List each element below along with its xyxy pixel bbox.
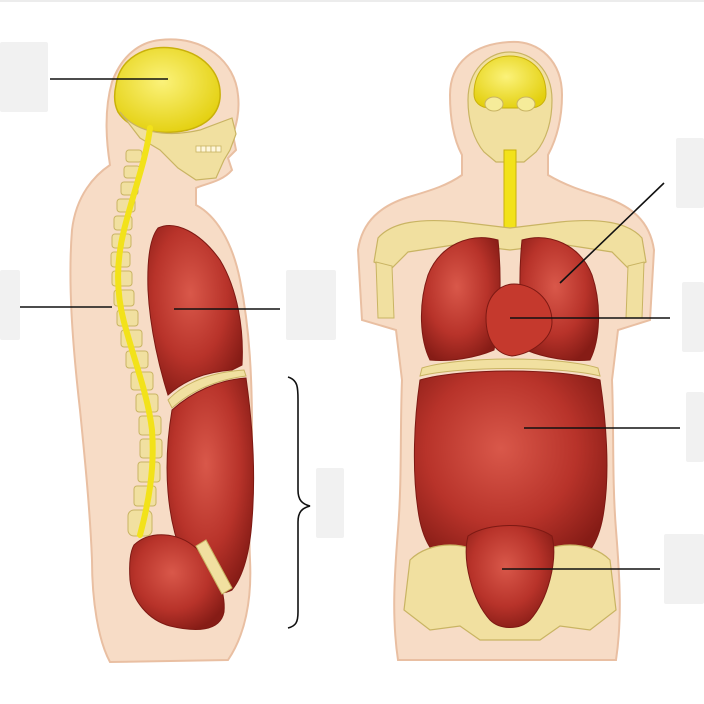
top-border: [0, 0, 704, 2]
label-vertebral[interactable]: [0, 270, 20, 340]
label-abdominal[interactable]: [686, 392, 704, 462]
right-eye-socket: [516, 96, 536, 112]
lateral-spinal-cord: [115, 125, 156, 538]
anterior-pelvic-organ: [465, 525, 555, 628]
label-pelvic[interactable]: [664, 534, 704, 604]
lateral-brain: [113, 46, 221, 134]
label-pericardial[interactable]: [682, 282, 704, 352]
label-abdominopelvic[interactable]: [316, 468, 344, 538]
anterior-view: [356, 40, 656, 661]
lateral-teeth: [195, 145, 222, 153]
anterior-spinal-cord: [503, 149, 517, 229]
lateral-pelvic-divider: [195, 539, 233, 595]
label-thoracic-lateral[interactable]: [286, 270, 336, 340]
label-pleural[interactable]: [676, 138, 704, 208]
anterior-diaphragm: [419, 358, 601, 377]
left-upper-arm-bone: [375, 261, 395, 319]
leader-pleural: [559, 182, 665, 284]
heart: [485, 283, 553, 357]
lateral-diaphragm: [167, 369, 247, 409]
lateral-abdominal-organs: [166, 377, 255, 593]
anterior-brain: [473, 55, 547, 109]
lateral-view: [69, 38, 255, 664]
label-cranial[interactable]: [0, 42, 48, 112]
right-upper-arm-bone: [625, 261, 645, 319]
abdominopelvic-bracket: [287, 376, 311, 629]
lateral-skull: [119, 111, 237, 181]
leader-lines: [20, 78, 680, 629]
left-eye-socket: [484, 96, 504, 112]
lateral-thoracic-organs: [147, 225, 243, 396]
anterior-abdominal-organs: [413, 370, 608, 566]
lateral-pelvic-organs: [129, 534, 225, 630]
